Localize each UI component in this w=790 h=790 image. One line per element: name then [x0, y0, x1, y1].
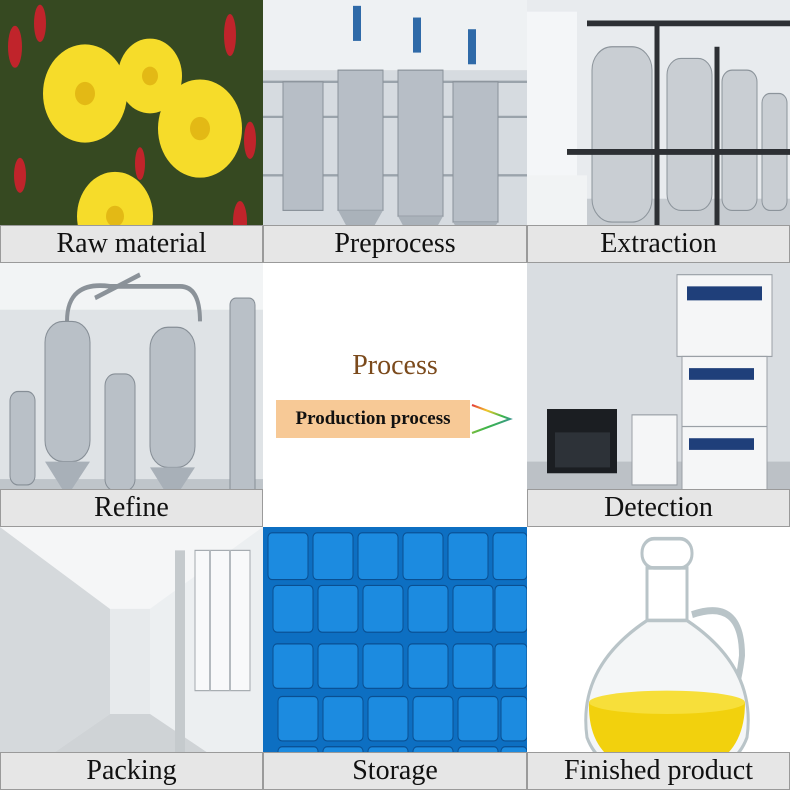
- label-storage: Storage: [263, 752, 527, 790]
- label-detection: Detection: [527, 489, 790, 527]
- extraction-photo: [527, 0, 790, 263]
- tile-raw-material: Raw material: [0, 0, 263, 263]
- tile-storage: Storage: [263, 527, 527, 790]
- storage-photo: [263, 527, 527, 790]
- flower-photo: [0, 0, 263, 263]
- arrow-right-icon: [471, 404, 513, 434]
- tanks-photo: [263, 0, 527, 263]
- label-packing: Packing: [0, 752, 263, 790]
- label-preprocess: Preprocess: [263, 225, 527, 263]
- refine-photo: [0, 263, 263, 527]
- center-process: [263, 263, 527, 527]
- tile-extraction: Extraction: [527, 0, 790, 263]
- tile-preprocess: Preprocess: [263, 0, 527, 263]
- tile-detection: Detection: [527, 263, 790, 527]
- tile-refine: Refine: [0, 263, 263, 527]
- detection-photo: [527, 263, 790, 527]
- tile-finished-product: Finished product: [527, 527, 790, 790]
- tile-packing: Packing: [0, 527, 263, 790]
- label-extraction: Extraction: [527, 225, 790, 263]
- label-raw-material: Raw material: [0, 225, 263, 263]
- production-process-tag: Production process: [276, 400, 470, 438]
- label-refine: Refine: [0, 489, 263, 527]
- packing-photo: [0, 527, 263, 790]
- label-finished-product: Finished product: [527, 752, 790, 790]
- oil-jug-photo: [527, 527, 790, 790]
- process-title: Process: [352, 350, 438, 381]
